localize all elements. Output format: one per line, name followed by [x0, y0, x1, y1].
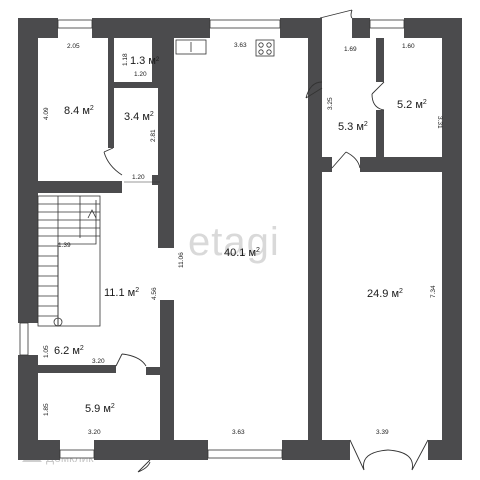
watermark-text: etagi	[188, 220, 280, 264]
room-area-label: 40.1 м2	[224, 247, 260, 259]
dimension-label: 7.34	[430, 285, 437, 298]
room-area-label: 5.3 м2	[338, 121, 368, 133]
room-area-label: 24.9 м2	[367, 288, 403, 300]
dimension-label: 3.63	[232, 429, 245, 436]
dimension-label: 3.20	[92, 358, 105, 365]
kitchen-fixtures	[175, 39, 275, 57]
stove-icon	[255, 39, 275, 57]
dimension-label: 1.20	[132, 174, 145, 181]
dimension-label: 3.31	[436, 116, 443, 129]
room-area-label: 5.2 м2	[397, 99, 427, 111]
room-labels: 8.4 м2 1.3 м2 3.4 м2 40.1 м2 5.3 м2 5.2 …	[54, 55, 427, 415]
dimension-label: 2.81	[150, 129, 157, 142]
dimension-label: 1.05	[43, 345, 50, 358]
room-area-label: 6.2 м2	[54, 345, 84, 357]
dimension-label: 1.85	[43, 403, 50, 416]
dimension-label: 1.39	[58, 242, 71, 249]
interior-walls	[36, 18, 442, 440]
staircase	[37, 195, 101, 327]
dimension-label: 4.09	[43, 107, 50, 120]
room-area-label: 1.3 м2	[130, 55, 160, 67]
room-area-label: 11.1 м2	[104, 287, 139, 299]
dimension-labels: 2.05 1.18 1.20 4.09 2.81 1.20 3.63 1.69 …	[43, 42, 443, 436]
room-area-label: 8.4 м2	[64, 105, 94, 117]
dimension-label: 1.20	[134, 71, 147, 78]
dimension-label: 1.18	[122, 53, 129, 66]
windows	[19, 19, 405, 459]
exterior-walls	[18, 18, 462, 460]
dimension-label: 3.39	[376, 429, 389, 436]
room-area-label: 3.4 м2	[124, 111, 154, 123]
dimension-label: 2.05	[67, 43, 80, 50]
dimension-label: 4.56	[151, 287, 158, 300]
dimension-label: 1.60	[402, 43, 415, 50]
dimension-label: 11.06	[178, 252, 185, 268]
doors	[103, 9, 429, 473]
dimension-label: 3.63	[234, 42, 247, 49]
room-area-label: 5.9 м2	[85, 403, 115, 415]
dimension-label: 3.25	[327, 97, 334, 110]
dimension-label: 3.20	[88, 429, 101, 436]
dimension-label: 1.69	[344, 46, 357, 53]
